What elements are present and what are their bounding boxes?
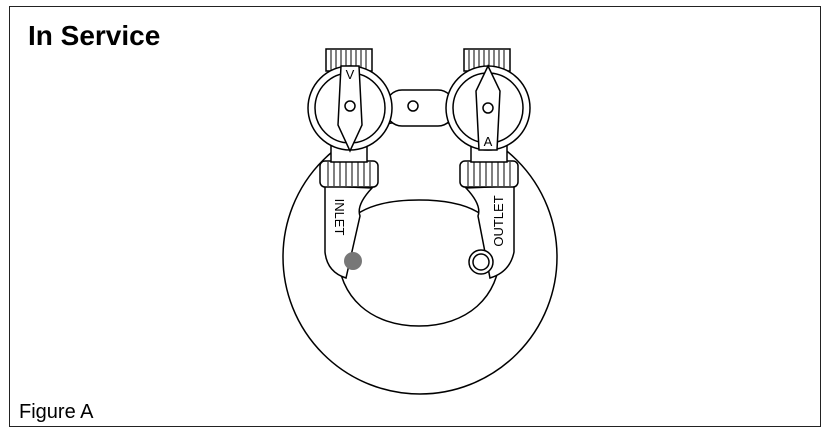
figure-title: In Service: [28, 20, 161, 51]
inlet-valve-knob: [307, 65, 393, 153]
outlet-valve-knob: [445, 64, 531, 151]
figure-caption: Figure A: [19, 401, 94, 423]
inlet-valve-marker: V: [346, 67, 355, 82]
outlet-indicator-inner: [472, 253, 490, 271]
inlet-collar: [319, 160, 379, 188]
outlet-collar: [459, 160, 519, 188]
inlet-label: INLET: [332, 199, 347, 236]
inlet-pipe: [324, 185, 374, 279]
outlet-pipe: [464, 185, 515, 279]
bypass-bridge: [385, 89, 455, 127]
outlet-threaded-fitting: [463, 48, 511, 72]
inlet-indicator-dot: [344, 252, 362, 270]
outlet-valve-marker: A: [484, 134, 493, 149]
outlet-label: OUTLET: [491, 195, 506, 246]
bridge-center-hole: [407, 100, 419, 112]
